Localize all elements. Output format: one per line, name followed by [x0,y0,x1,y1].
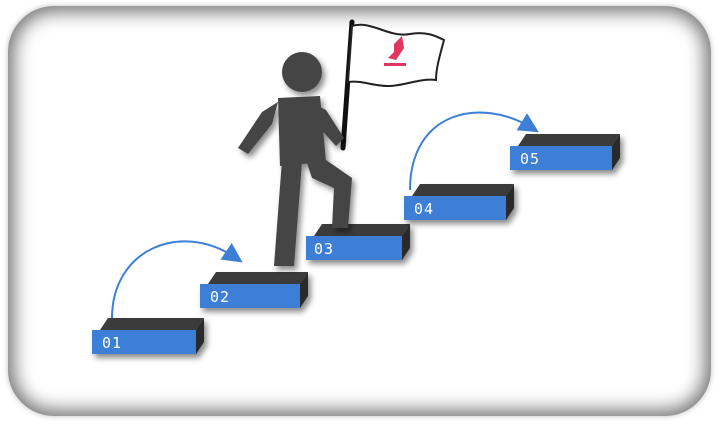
step-label: 04 [414,200,434,218]
step-01: 01 [92,318,204,354]
curved-arrow-icon [409,111,539,191]
curved-arrow-icon [111,240,243,319]
person-climbing-icon [238,52,352,266]
step-label: 05 [520,150,540,168]
step-label: 01 [102,334,122,352]
step-label: 03 [314,240,334,258]
step-02: 02 [200,272,308,308]
step-05: 05 [510,134,620,170]
flag-icon [340,19,446,151]
logo-mark [388,36,404,60]
step-03: 03 [306,224,410,260]
step-label: 02 [210,288,230,306]
step-04: 04 [404,184,514,220]
